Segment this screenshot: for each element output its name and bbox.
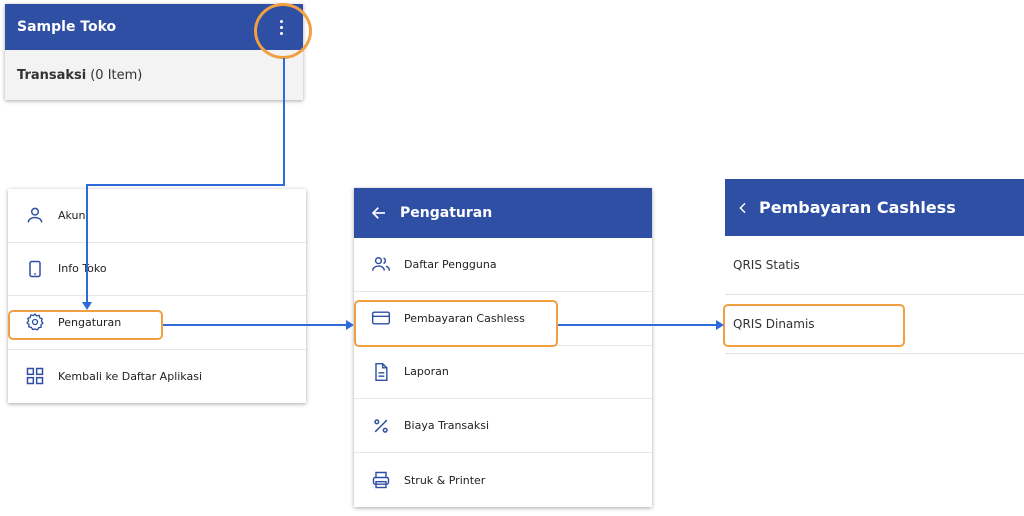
menu-item-label: Info Toko (58, 262, 107, 276)
document-icon (370, 361, 392, 383)
cashless-title: Pembayaran Cashless (759, 198, 956, 217)
cashless-item-qris-statis[interactable]: QRIS Statis (725, 236, 1024, 295)
kebab-menu-icon[interactable] (271, 14, 291, 40)
settings-item-struk-printer[interactable]: Struk & Printer (354, 453, 652, 507)
cashless-header: Pembayaran Cashless (725, 179, 1024, 236)
cashless-item-qris-dinamis[interactable]: QRIS Dinamis (725, 295, 1024, 354)
connector-to-cashless (558, 324, 716, 326)
cashless-panel: Pembayaran Cashless QRIS Statis QRIS Din… (725, 179, 1024, 355)
connector-to-settings (163, 324, 346, 326)
transaction-count: (0 Item) (90, 67, 143, 83)
menu-item-label: Kembali ke Daftar Aplikasi (58, 369, 203, 383)
transaction-bar: Transaksi (0 Item) (5, 50, 303, 100)
menu-item-info-toko[interactable]: Info Toko (8, 243, 306, 296)
printer-icon (370, 469, 392, 491)
settings-item-label: Daftar Pengguna (404, 257, 497, 271)
settings-item-label: Biaya Transaksi (404, 419, 490, 433)
menu-item-kembali[interactable]: Kembali ke Daftar Aplikasi (8, 350, 306, 404)
gear-icon (24, 311, 46, 333)
store-panel: Sample Toko Transaksi (0 Item) (5, 4, 303, 100)
phone-icon (24, 258, 46, 280)
card-icon (370, 307, 392, 329)
connector-horizontal (86, 184, 285, 186)
arrow-head (82, 302, 92, 310)
store-header: Sample Toko (5, 4, 303, 50)
settings-item-pembayaran-cashless[interactable]: Pembayaran Cashless (354, 292, 652, 346)
connector-kebab-down (283, 58, 285, 185)
settings-item-label: Pembayaran Cashless (404, 311, 525, 325)
settings-header: Pengaturan (354, 188, 652, 238)
user-icon (24, 204, 46, 226)
settings-item-label: Struk & Printer (404, 473, 486, 487)
settings-item-laporan[interactable]: Laporan (354, 346, 652, 400)
menu-item-pengaturan[interactable]: Pengaturan (8, 296, 306, 350)
settings-item-label: Laporan (404, 365, 449, 379)
cashless-item-label: QRIS Dinamis (733, 317, 815, 331)
grid-icon (24, 365, 46, 387)
settings-item-biaya-transaksi[interactable]: Biaya Transaksi (354, 399, 652, 454)
cashless-item-label: QRIS Statis (733, 258, 800, 272)
users-icon (370, 253, 392, 275)
options-menu: Akun Info Toko Pengaturan Kembali ke Daf… (8, 189, 306, 403)
settings-item-daftar-pengguna[interactable]: Daftar Pengguna (354, 238, 652, 292)
store-title: Sample Toko (17, 19, 117, 35)
arrow-left-icon[interactable] (370, 204, 388, 222)
menu-item-label: Pengaturan (58, 315, 122, 329)
arrow-head (346, 320, 354, 330)
connector-to-pengaturan (86, 184, 88, 302)
menu-item-akun[interactable]: Akun (8, 189, 306, 243)
percent-icon (370, 415, 392, 437)
arrow-head (716, 320, 724, 330)
menu-item-label: Akun (58, 208, 86, 222)
transaction-label: Transaksi (17, 67, 87, 83)
settings-panel: Pengaturan Daftar Pengguna Pembayaran Ca… (354, 188, 652, 507)
settings-title: Pengaturan (400, 205, 493, 221)
chevron-left-icon[interactable] (735, 200, 751, 216)
